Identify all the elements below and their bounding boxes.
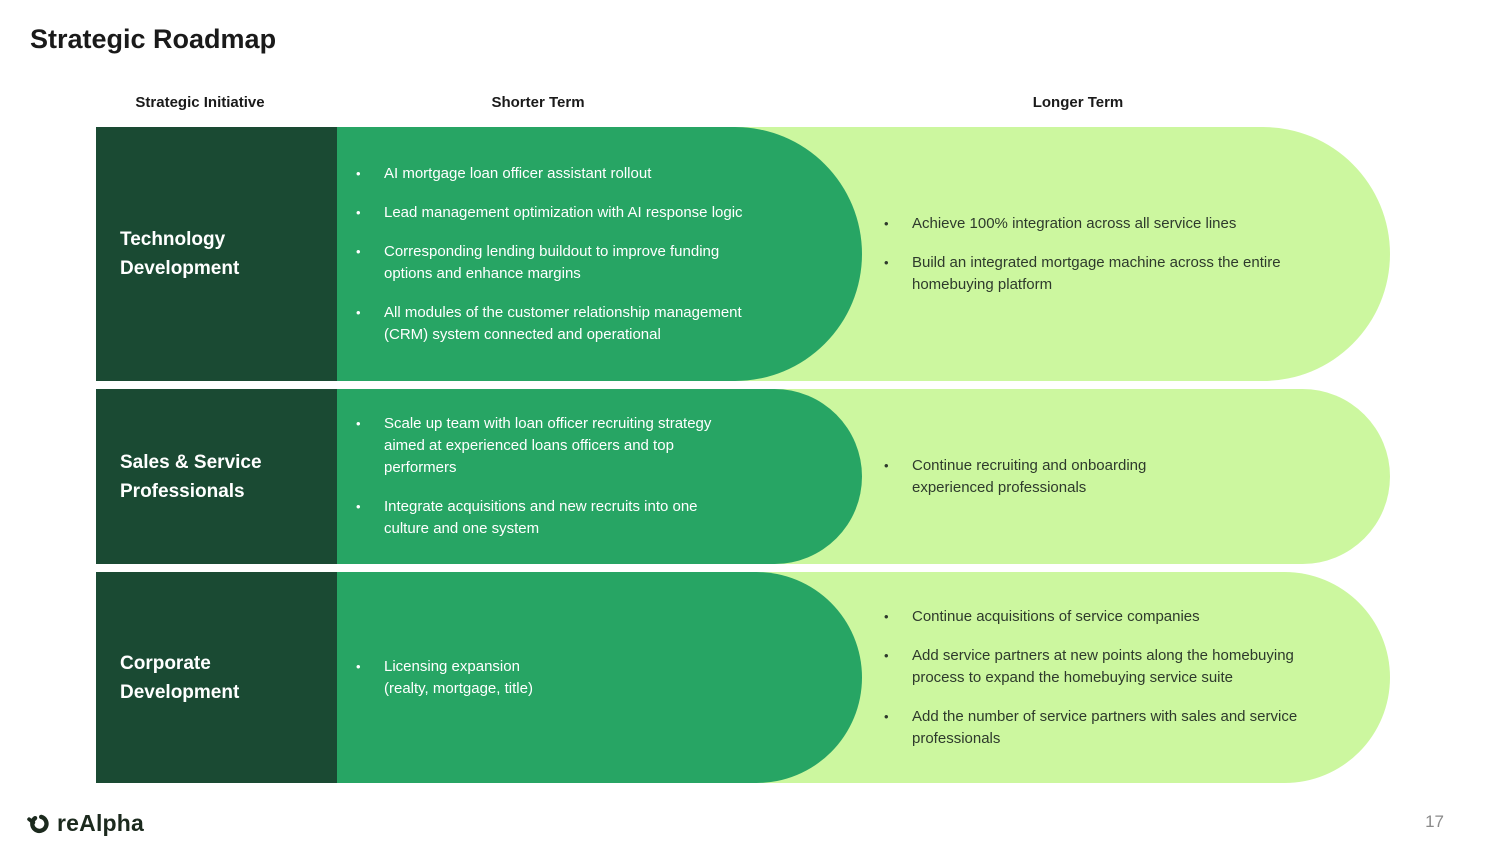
column-header-strategic-initiative: Strategic Initiative [135, 94, 265, 111]
bullet-item: Build an integrated mortgage machine acr… [880, 252, 1370, 296]
bullet-item: Continue acquisitions of service compani… [880, 606, 1370, 628]
page-title: Strategic Roadmap [30, 24, 277, 54]
longer-term-list: Continue acquisitions of service compani… [880, 572, 1370, 783]
roadmap-row-corporate-development: Corporate Development Licensing expansio… [0, 572, 1500, 783]
bullet-item: Licensing expansion (realty, mortgage, t… [350, 656, 820, 700]
bullet-item: Corresponding lending buildout to improv… [350, 241, 820, 285]
realpha-logo: reAlpha [26, 810, 144, 837]
realpha-logo-text: reAlpha [57, 810, 145, 836]
column-header-longer-term: Longer Term [1032, 94, 1124, 111]
initiative-label: Corporate Development [120, 652, 240, 703]
bullet-item: AI mortgage loan officer assistant rollo… [350, 163, 820, 185]
initiative-label: Sales & Service Professionals [120, 451, 262, 502]
column-header-shorter-term: Shorter Term [491, 94, 585, 111]
bullet-item: Achieve 100% integration across all serv… [880, 213, 1370, 235]
shorter-term-list: Licensing expansion (realty, mortgage, t… [350, 572, 820, 783]
initiative-panel: Sales & Service Professionals [96, 389, 337, 564]
roadmap-row-technology-development: Technology Development AI mortgage loan … [0, 127, 1500, 381]
bullet-item: All modules of the customer relationship… [350, 302, 820, 346]
bullet-item: Continue recruiting and onboarding exper… [880, 455, 1370, 499]
shorter-term-list: Scale up team with loan officer recruiti… [350, 389, 820, 564]
bullet-item: Scale up team with loan officer recruiti… [350, 413, 820, 479]
bullet-item: Integrate acquisitions and new recruits … [350, 496, 820, 540]
shorter-term-list: AI mortgage loan officer assistant rollo… [350, 127, 820, 381]
bullet-item: Add the number of service partners with … [880, 706, 1370, 750]
bullet-item: Lead management optimization with AI res… [350, 202, 820, 224]
page-number: 17 [1425, 812, 1444, 831]
realpha-logo-icon [26, 811, 52, 837]
roadmap-row-sales-service-professionals: Sales & Service Professionals Scale up t… [0, 389, 1500, 564]
bullet-item: Add service partners at new points along… [880, 645, 1370, 689]
initiative-panel: Corporate Development [96, 572, 337, 783]
longer-term-list: Continue recruiting and onboarding exper… [880, 389, 1370, 564]
initiative-label: Technology Development [120, 229, 240, 279]
longer-term-list: Achieve 100% integration across all serv… [880, 127, 1370, 381]
initiative-panel: Technology Development [96, 127, 337, 381]
